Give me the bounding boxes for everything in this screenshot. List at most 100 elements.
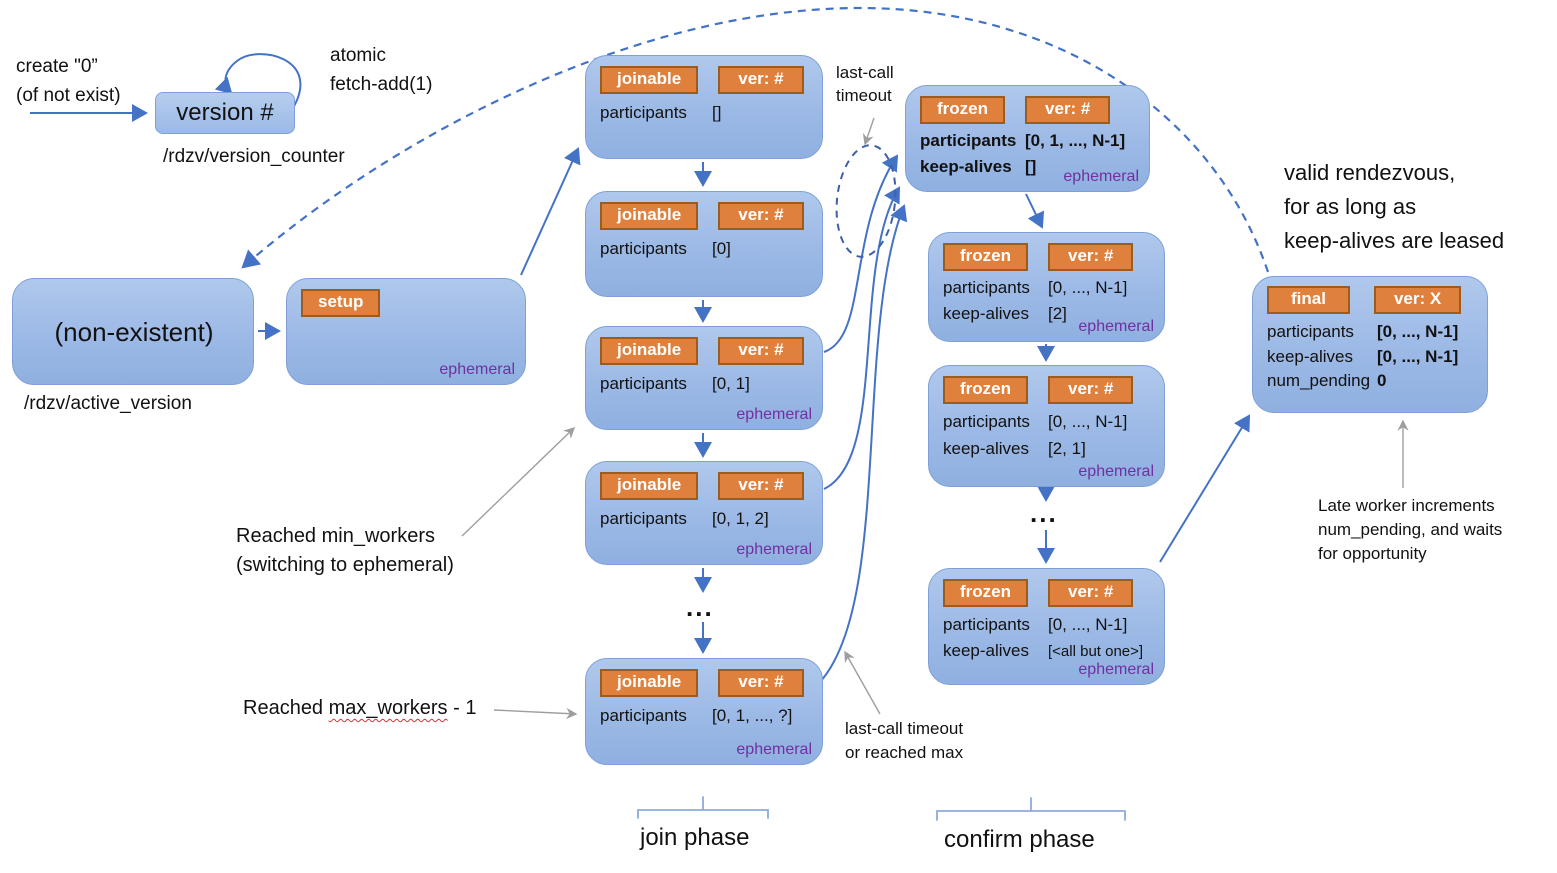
ephemeral-label: ephemeral xyxy=(736,541,812,558)
field-name: participants xyxy=(920,131,1017,150)
field-value: [0, ..., N-1] xyxy=(1048,412,1128,431)
state-box-joinable-1: joinable ver: # participants [] xyxy=(585,55,823,159)
field-value: [0, 1, ..., ?] xyxy=(712,706,793,725)
version-counter-path: /rdzv/version_counter xyxy=(163,146,345,167)
state-tag: frozen xyxy=(943,243,1028,271)
field-value: [0, ..., N-1] xyxy=(1048,278,1128,297)
last-call-or-max-label: last-call timeout or reached max xyxy=(845,719,964,762)
ephemeral-label: ephemeral xyxy=(1078,463,1154,480)
ephemeral-label: ephemeral xyxy=(1078,661,1154,678)
state-box-frozen-1: frozen ver: # participants[0, 1, ..., N-… xyxy=(905,85,1150,192)
state-tag: joinable xyxy=(600,472,699,500)
version-tag: ver: # xyxy=(718,66,804,94)
arrow-reached-max xyxy=(493,707,578,720)
field-value: [] xyxy=(712,103,722,122)
arrow-setup-to-joinable1 xyxy=(520,147,581,276)
state-box-joinable-2: joinable ver: # participants [0] xyxy=(585,191,823,297)
state-tag: frozen xyxy=(943,579,1028,607)
state-tag: final xyxy=(1267,286,1350,314)
field-value: [0, 1, 2] xyxy=(712,509,769,528)
reached-min-workers-label: Reached min_workers (switching to epheme… xyxy=(236,525,454,576)
version-tag: ver: # xyxy=(1048,579,1134,607)
state-tag: frozen xyxy=(920,96,1005,124)
state-tag: joinable xyxy=(600,669,699,697)
arrow-j4-to-frozen xyxy=(823,186,901,490)
atomic-fetch-add-label: atomic fetch-add(1) xyxy=(330,45,433,95)
field-name: participants xyxy=(600,706,687,725)
version-counter-box: version # xyxy=(155,92,295,134)
ephemeral-label: ephemeral xyxy=(1078,318,1154,335)
state-tag: joinable xyxy=(600,202,699,230)
version-tag: ver: # xyxy=(1048,243,1134,271)
field-value: [2] xyxy=(1048,303,1067,323)
nonexistent-label: (non-existent) xyxy=(54,317,214,347)
field-name: participants xyxy=(600,374,687,393)
reached-max-workers-label: Reached max_workers - 1 xyxy=(243,697,477,719)
field-value: [0] xyxy=(712,239,731,258)
state-box-joinable-4: joinable ver: # participants [0, 1, 2] ep… xyxy=(585,461,823,565)
nonexistent-box: (non-existent) xyxy=(12,278,254,385)
confirm-phase-brace xyxy=(936,797,1126,821)
version-tag: ver: # xyxy=(718,472,804,500)
field-name: participants xyxy=(600,509,687,528)
arrow-frozen-to-final xyxy=(1159,414,1251,563)
field-value: [<all but one>] xyxy=(1048,642,1144,660)
confirm-column-ellipsis: ... xyxy=(1030,498,1058,528)
active-version-path: /rdzv/active_version xyxy=(24,393,192,414)
version-tag: ver: X xyxy=(1373,286,1462,314)
state-tag: frozen xyxy=(943,376,1028,404)
arrow-j5-to-frozen xyxy=(819,204,908,683)
field-name: num_pending xyxy=(1267,371,1371,391)
version-tag: ver: # xyxy=(1048,376,1134,404)
last-call-timeout-label: last-call timeout xyxy=(836,63,894,105)
field-name: participants xyxy=(943,412,1030,431)
ephemeral-label: ephemeral xyxy=(736,741,812,758)
arrow-j3-to-frozen xyxy=(823,154,899,353)
field-value: [0, ..., N-1] xyxy=(1377,322,1459,341)
field-name: participants xyxy=(600,239,687,258)
ephemeral-label: ephemeral xyxy=(439,361,515,378)
state-box-joinable-3: joinable ver: # participants [0, 1] ephem… xyxy=(585,326,823,430)
late-worker-label: Late worker increments num_pending, and … xyxy=(1318,496,1503,564)
arrow-lastcall-or-max xyxy=(844,650,881,715)
field-name: keep-alives xyxy=(943,438,1029,458)
state-box-frozen-2: frozen ver: # participants[0, ..., N-1] … xyxy=(928,232,1165,342)
field-name: participants xyxy=(1267,322,1354,341)
confirm-phase-label: confirm phase xyxy=(944,826,1095,853)
field-name: participants xyxy=(600,103,687,122)
state-box-frozen-4: frozen ver: # participants[0, ..., N-1] … xyxy=(928,568,1165,685)
state-tag: joinable xyxy=(600,66,699,94)
valid-rendezvous-label: valid rendezvous, for as long as keep-al… xyxy=(1284,160,1505,254)
field-value: [] xyxy=(1025,156,1037,176)
join-column-ellipsis: ... xyxy=(686,592,714,622)
version-box-label: version # xyxy=(176,99,274,126)
field-name: keep-alives xyxy=(943,303,1029,323)
field-value: [0, 1] xyxy=(712,374,750,393)
setup-box: setup ephemeral xyxy=(286,278,526,385)
arrow-f1-f2 xyxy=(1025,193,1044,229)
state-box-final: final ver: X participants [0, ..., N-1] k… xyxy=(1252,276,1488,413)
field-value: [0, 1, ..., N-1] xyxy=(1025,131,1126,150)
state-tag: setup xyxy=(301,289,381,317)
join-phase-label: join phase xyxy=(640,824,750,851)
join-phase-brace xyxy=(637,796,769,819)
field-value: 0 xyxy=(1377,371,1387,391)
field-name: keep-alives xyxy=(1267,346,1353,366)
last-call-ellipse xyxy=(835,144,897,258)
ephemeral-label: ephemeral xyxy=(736,406,812,423)
field-name: keep-alives xyxy=(943,640,1029,660)
version-tag: ver: # xyxy=(718,337,804,365)
create-label: create "0” (of not exist) xyxy=(16,56,121,107)
arrow-lastcall-label xyxy=(862,117,875,146)
state-box-frozen-3: frozen ver: # participants[0, ..., N-1] … xyxy=(928,365,1165,487)
state-box-joinable-5: joinable ver: # participants [0, 1, ..., … xyxy=(585,658,823,765)
field-value: [0, ..., N-1] xyxy=(1377,346,1459,366)
field-value: [0, ..., N-1] xyxy=(1048,615,1128,634)
field-name: participants xyxy=(943,615,1030,634)
field-value: [2, 1] xyxy=(1048,438,1086,458)
version-tag: ver: # xyxy=(718,669,804,697)
state-tag: joinable xyxy=(600,337,699,365)
arrow-reached-min xyxy=(461,427,576,537)
version-tag: ver: # xyxy=(718,202,804,230)
